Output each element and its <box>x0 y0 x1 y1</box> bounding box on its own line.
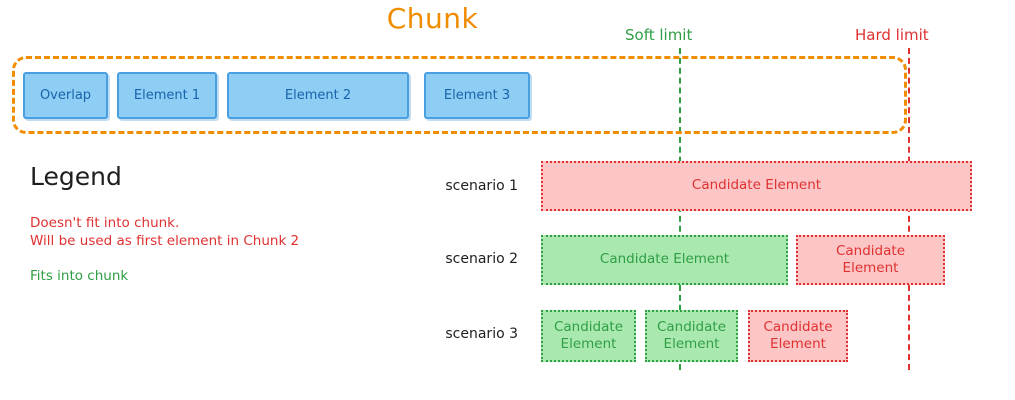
candidate-label-line-2: Element <box>770 336 826 352</box>
scenario-3-label: scenario 3 <box>445 326 518 342</box>
candidate-label-line-2: Element <box>842 260 899 276</box>
scenario-1-candidate-1: Candidate Element <box>541 161 972 211</box>
candidate-label-line-1: Candidate <box>656 318 727 335</box>
scenario-3-candidate-2: Candidate Element <box>645 310 738 362</box>
candidate-label-line-1: Candidate <box>835 242 906 259</box>
scenario-2-label: scenario 2 <box>445 251 518 267</box>
legend-title: Legend <box>30 162 122 191</box>
scenario-2-candidate-2: Candidate Element <box>796 235 945 285</box>
candidate-label: Candidate Element <box>599 251 730 268</box>
scenario-3-candidate-1: Candidate Element <box>541 310 636 362</box>
chunk-element-overlap: Overlap <box>23 72 108 119</box>
chunk-container <box>12 56 907 134</box>
candidate-label-line-1: Candidate <box>553 318 624 335</box>
candidate-label-line-2: Element <box>560 336 617 352</box>
scenario-3-candidate-3: Candidate Element <box>748 310 848 362</box>
legend-fits: Fits into chunk <box>30 268 129 284</box>
chunk-element-1: Element 1 <box>117 72 217 119</box>
hard-limit-label: Hard limit <box>855 26 929 44</box>
scenario-1-label: scenario 1 <box>445 178 518 194</box>
scenario-2-candidate-1: Candidate Element <box>541 235 788 285</box>
candidate-label: Candidate Element <box>691 177 822 194</box>
page-title: Chunk <box>386 2 479 35</box>
legend-does-not-fit-line-2: Will be used as first element in Chunk 2 <box>30 233 300 249</box>
soft-limit-label: Soft limit <box>625 26 693 44</box>
legend-does-not-fit-line-1: Doesn't fit into chunk. <box>30 215 180 231</box>
chunk-element-2: Element 2 <box>227 72 409 119</box>
candidate-label-line-2: Element <box>663 336 720 352</box>
chunk-element-3: Element 3 <box>424 72 530 119</box>
candidate-label-line-1: Candidate <box>763 318 833 335</box>
